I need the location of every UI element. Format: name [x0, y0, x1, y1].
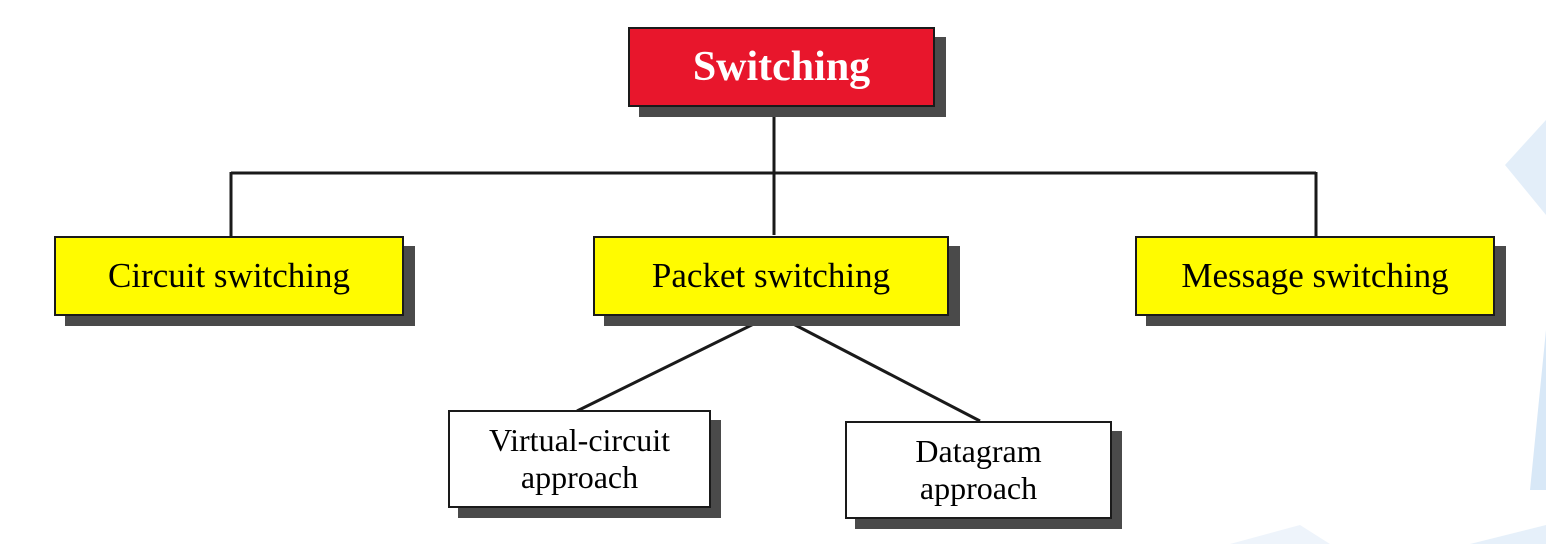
connector-to-datagram [773, 312, 981, 423]
root-node-label: Switching [692, 43, 871, 90]
connector-to-virtual-circuit [576, 312, 775, 413]
virtual-circuit-label-line-2: approach [520, 459, 639, 495]
datagram-node: Datagram approach [845, 421, 1112, 519]
virtual-circuit-node: Virtual-circuit approach [448, 410, 711, 508]
message-switching-label: Message switching [1181, 255, 1449, 295]
datagram-label-line-2: approach [919, 470, 1038, 506]
circuit-switching-label: Circuit switching [107, 255, 351, 295]
datagram-label-line-1: Datagram [915, 433, 1042, 470]
root-node: Switching [628, 27, 935, 107]
circuit-switching-node: Circuit switching [54, 236, 404, 316]
message-switching-node: Message switching [1135, 236, 1495, 316]
packet-switching-node: Packet switching [593, 236, 949, 316]
virtual-circuit-label-line-1: Virtual-circuit [488, 422, 671, 459]
packet-switching-label: Packet switching [651, 255, 891, 295]
